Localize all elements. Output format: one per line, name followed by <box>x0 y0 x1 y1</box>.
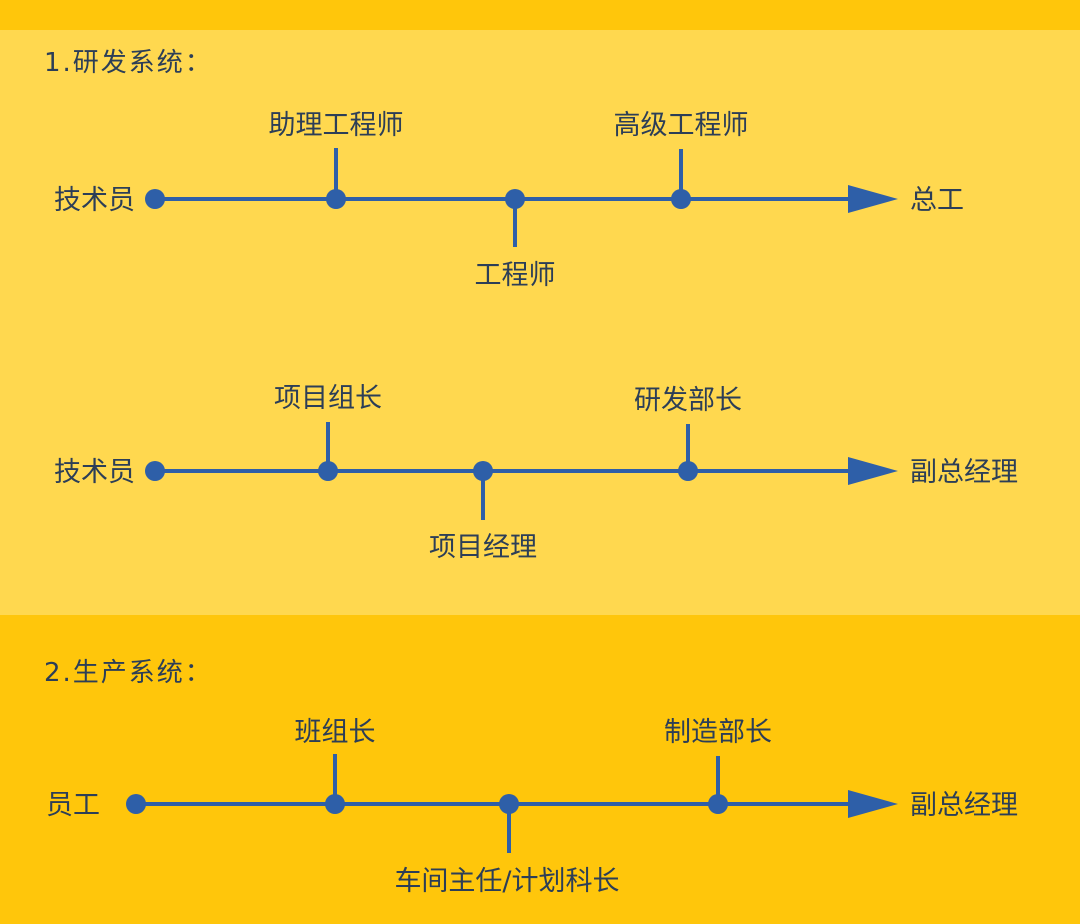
stop-dot <box>505 189 525 209</box>
stop-dot <box>318 461 338 481</box>
stop-dot <box>473 461 493 481</box>
stop-dot <box>678 461 698 481</box>
track-start-dot <box>145 461 165 481</box>
stop-label: 助理工程师 <box>269 110 404 141</box>
stop-label: 制造部长 <box>664 717 772 748</box>
career-track-rd-management: 技术员 副总经理 项目组长 项目经理 研发部长 <box>54 383 1018 563</box>
top-strip <box>0 0 1080 30</box>
track-arrowhead <box>848 457 898 485</box>
stop-dot <box>708 794 728 814</box>
stop-dot <box>499 794 519 814</box>
stop-dot <box>671 189 691 209</box>
track-start-dot <box>126 794 146 814</box>
stop-dot <box>325 794 345 814</box>
rd-system-panel <box>0 30 1080 615</box>
stop-label: 车间主任/计划科长 <box>394 866 619 897</box>
stop-dot <box>326 189 346 209</box>
track-end-label: 总工 <box>910 185 964 216</box>
track-end-label: 副总经理 <box>910 790 1018 821</box>
track-arrowhead <box>848 185 898 213</box>
track-start-label: 技术员 <box>54 457 135 488</box>
stop-label: 班组长 <box>295 717 376 748</box>
track-end-label: 副总经理 <box>910 457 1018 488</box>
stop-label: 工程师 <box>475 260 556 291</box>
track-start-dot <box>145 189 165 209</box>
production-system-panel <box>0 615 1080 924</box>
career-track-rd-engineering: 技术员 总工 助理工程师 工程师 高级工程师 <box>54 110 964 291</box>
stop-label: 高级工程师 <box>614 110 749 141</box>
production-system-title: 2.生产系统： <box>44 658 213 688</box>
stop-label: 项目组长 <box>274 383 382 414</box>
career-track-production: 员工 副总经理 班组长 车间主任/计划科长 制造部长 <box>46 717 1018 897</box>
rd-system-title: 1.研发系统： <box>44 48 213 78</box>
track-start-label: 员工 <box>46 790 100 821</box>
track-start-label: 技术员 <box>54 185 135 216</box>
stop-label: 研发部长 <box>634 385 742 416</box>
track-arrowhead <box>848 790 898 818</box>
stop-label: 项目经理 <box>429 532 537 563</box>
